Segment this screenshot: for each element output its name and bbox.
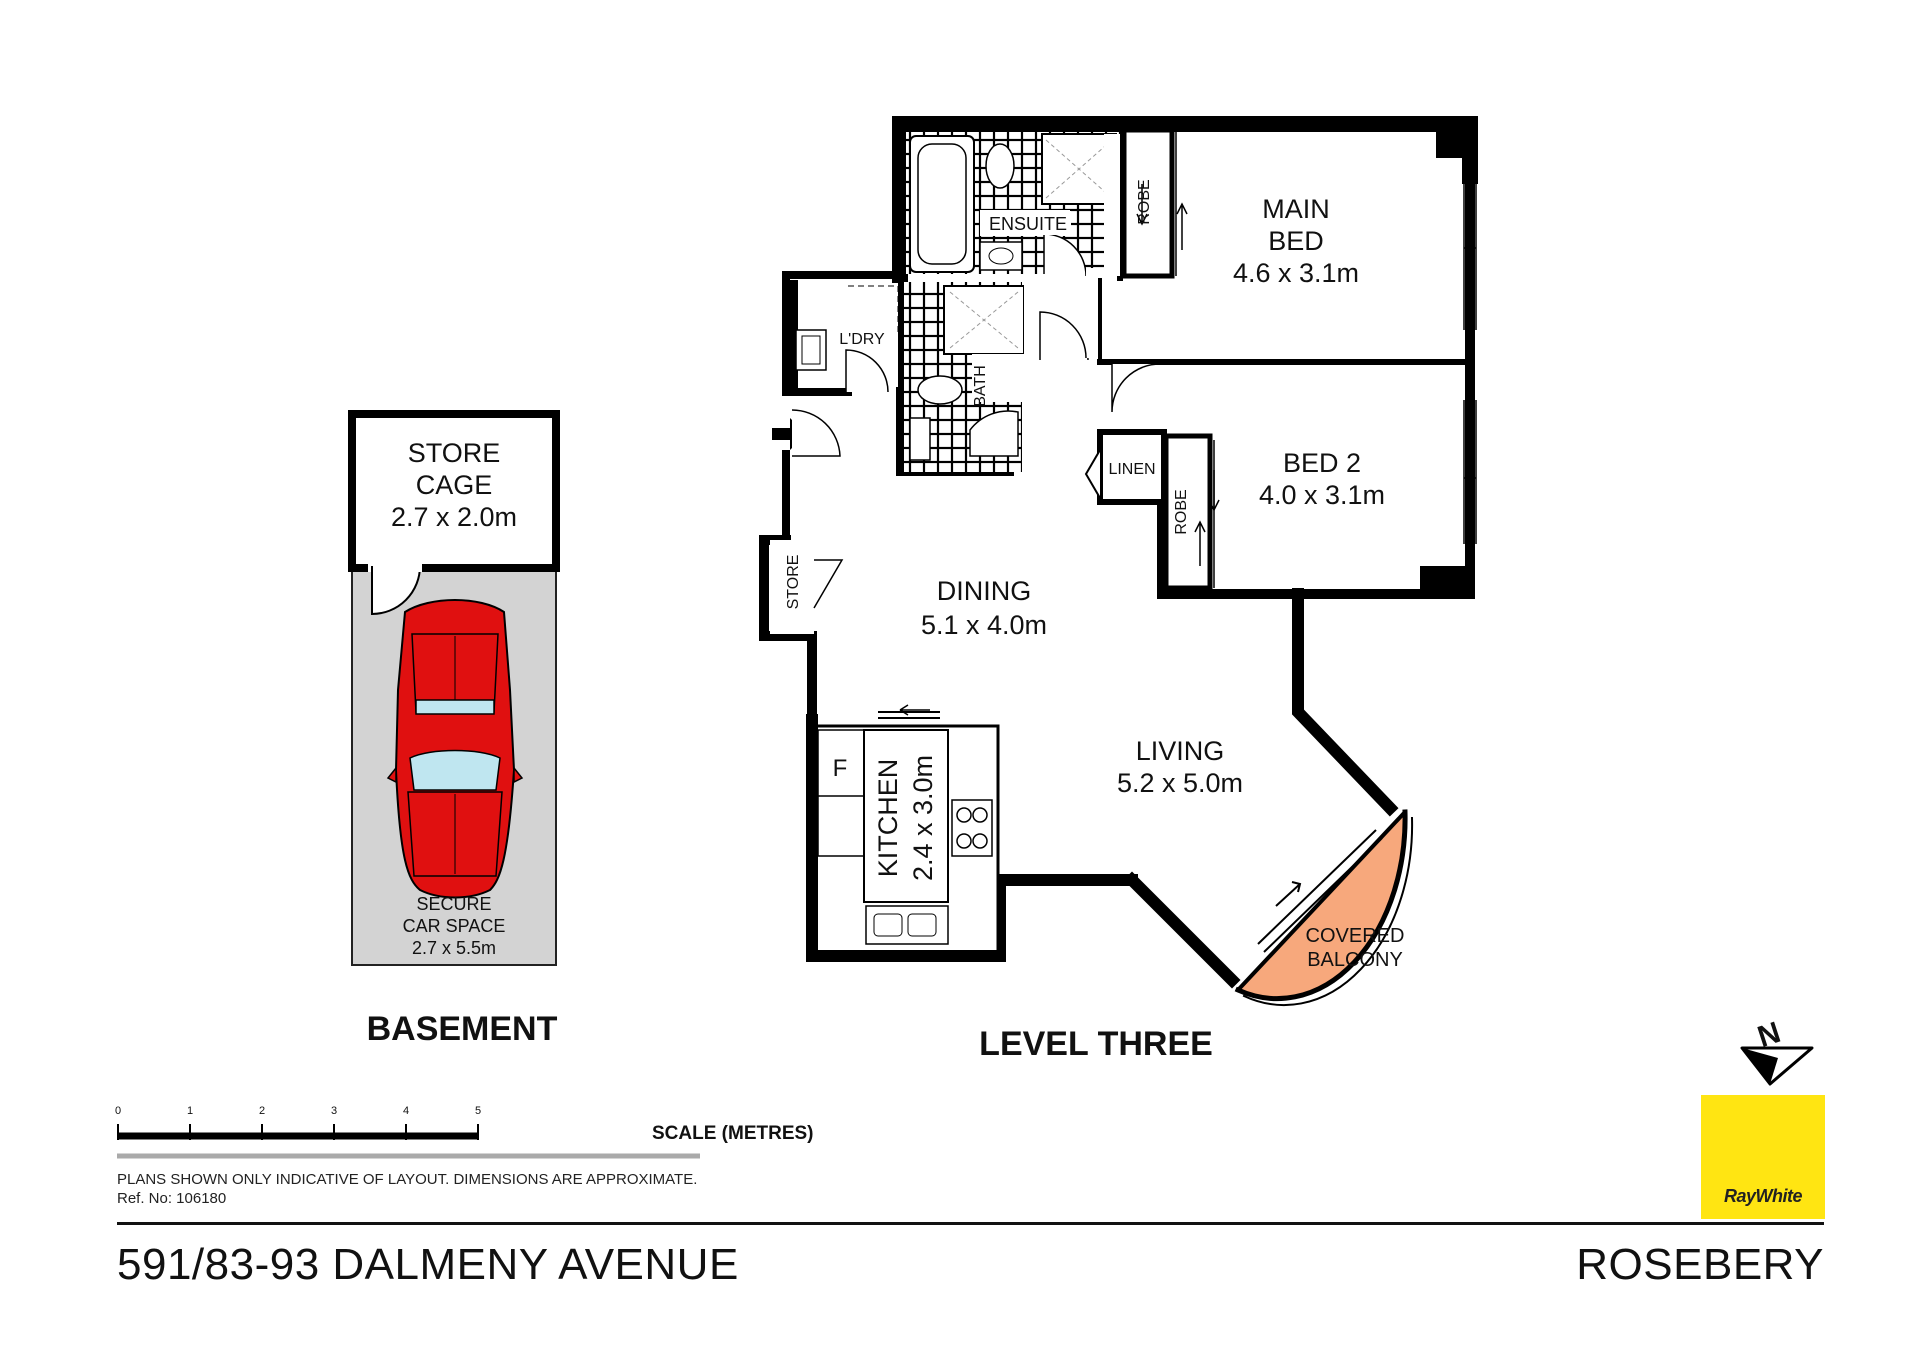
scale-tick-3: 3 (331, 1105, 337, 1117)
basement-plan: STORE CAGE 2.7 x 2.0m SECURE CAR SPACE 2… (348, 410, 560, 1048)
living-dims: 5.2 x 5.0m (1117, 768, 1243, 798)
entry-door (772, 409, 841, 457)
robe-bed2-label: ROBE (1173, 489, 1190, 534)
main-bed-line1: MAIN (1262, 194, 1330, 224)
bed2-name: BED 2 (1283, 448, 1361, 478)
fridge-label: F (833, 755, 848, 782)
linen-label: LINEN (1108, 461, 1155, 478)
dining-dims: 5.1 x 4.0m (921, 610, 1047, 640)
robe-bed2 (1163, 433, 1220, 591)
disclaimer-line1: PLANS SHOWN ONLY INDICATIVE OF LAYOUT. D… (117, 1171, 698, 1188)
kitchen (817, 704, 1000, 959)
store-cage-line2: CAGE (416, 470, 493, 500)
car-space-line2: CAR SPACE (403, 916, 506, 936)
bath-label: BATH (972, 365, 989, 406)
store-cage (348, 410, 560, 572)
robe-main-label: ROBE (1136, 179, 1153, 224)
level-three-plan: MAIN BED 4.6 x 3.1m BED 2 4.0 x 3.1m DIN… (759, 116, 1478, 1063)
main-bed-dims: 4.6 x 3.1m (1233, 258, 1359, 288)
scale-tick-2: 2 (259, 1105, 265, 1117)
robe-main (1121, 127, 1188, 279)
ensuite-label: ENSUITE (989, 214, 1067, 234)
kitchen-name: KITCHEN (873, 759, 903, 878)
linen-cupboard (1084, 429, 1167, 505)
scale-tick-0: 0 (115, 1105, 121, 1117)
store-cage-dims: 2.7 x 2.0m (391, 502, 517, 532)
store-label: STORE (785, 555, 802, 610)
dining-name: DINING (937, 576, 1032, 606)
level-three-label: LEVEL THREE (979, 1025, 1213, 1063)
disclaimer-ref: Ref. No: 106180 (117, 1190, 227, 1207)
scale-title: SCALE (METRES) (652, 1123, 814, 1144)
property-address: 591/83-93 DALMENY AVENUE (117, 1240, 739, 1289)
footer-divider (117, 1222, 1824, 1225)
store-cage-line1: STORE (408, 438, 501, 468)
raywhite-logo: RayWhite (1701, 1095, 1825, 1219)
balcony-line2: BALCONY (1307, 949, 1403, 971)
living-name: LIVING (1136, 736, 1225, 766)
store-cupboard (770, 540, 844, 634)
laundry-label: L'DRY (839, 331, 885, 348)
main-bed-line2: BED (1268, 226, 1324, 256)
property-suburb: ROSEBERY (1576, 1240, 1824, 1289)
balcony-line1: COVERED (1306, 925, 1405, 947)
bathroom (904, 278, 1161, 472)
scale-tick-1: 1 (187, 1105, 193, 1117)
scale-bar: 0 1 2 3 4 5 SCALE (METRES) (115, 1105, 814, 1159)
north-compass-icon: N (1740, 1016, 1814, 1086)
kitchen-dims: 2.4 x 3.0m (908, 755, 938, 881)
scale-tick-4: 4 (403, 1105, 409, 1117)
car-space-line1: SECURE (416, 894, 491, 914)
car-space-dims: 2.7 x 5.5m (412, 938, 496, 958)
basement-label: BASEMENT (367, 1010, 558, 1048)
bed2-dims: 4.0 x 3.1m (1259, 480, 1385, 510)
disclaimer: PLANS SHOWN ONLY INDICATIVE OF LAYOUT. D… (117, 1170, 697, 1208)
logo-text: RayWhite (1723, 1186, 1803, 1206)
scale-tick-5: 5 (475, 1105, 481, 1117)
car-icon (386, 599, 524, 899)
